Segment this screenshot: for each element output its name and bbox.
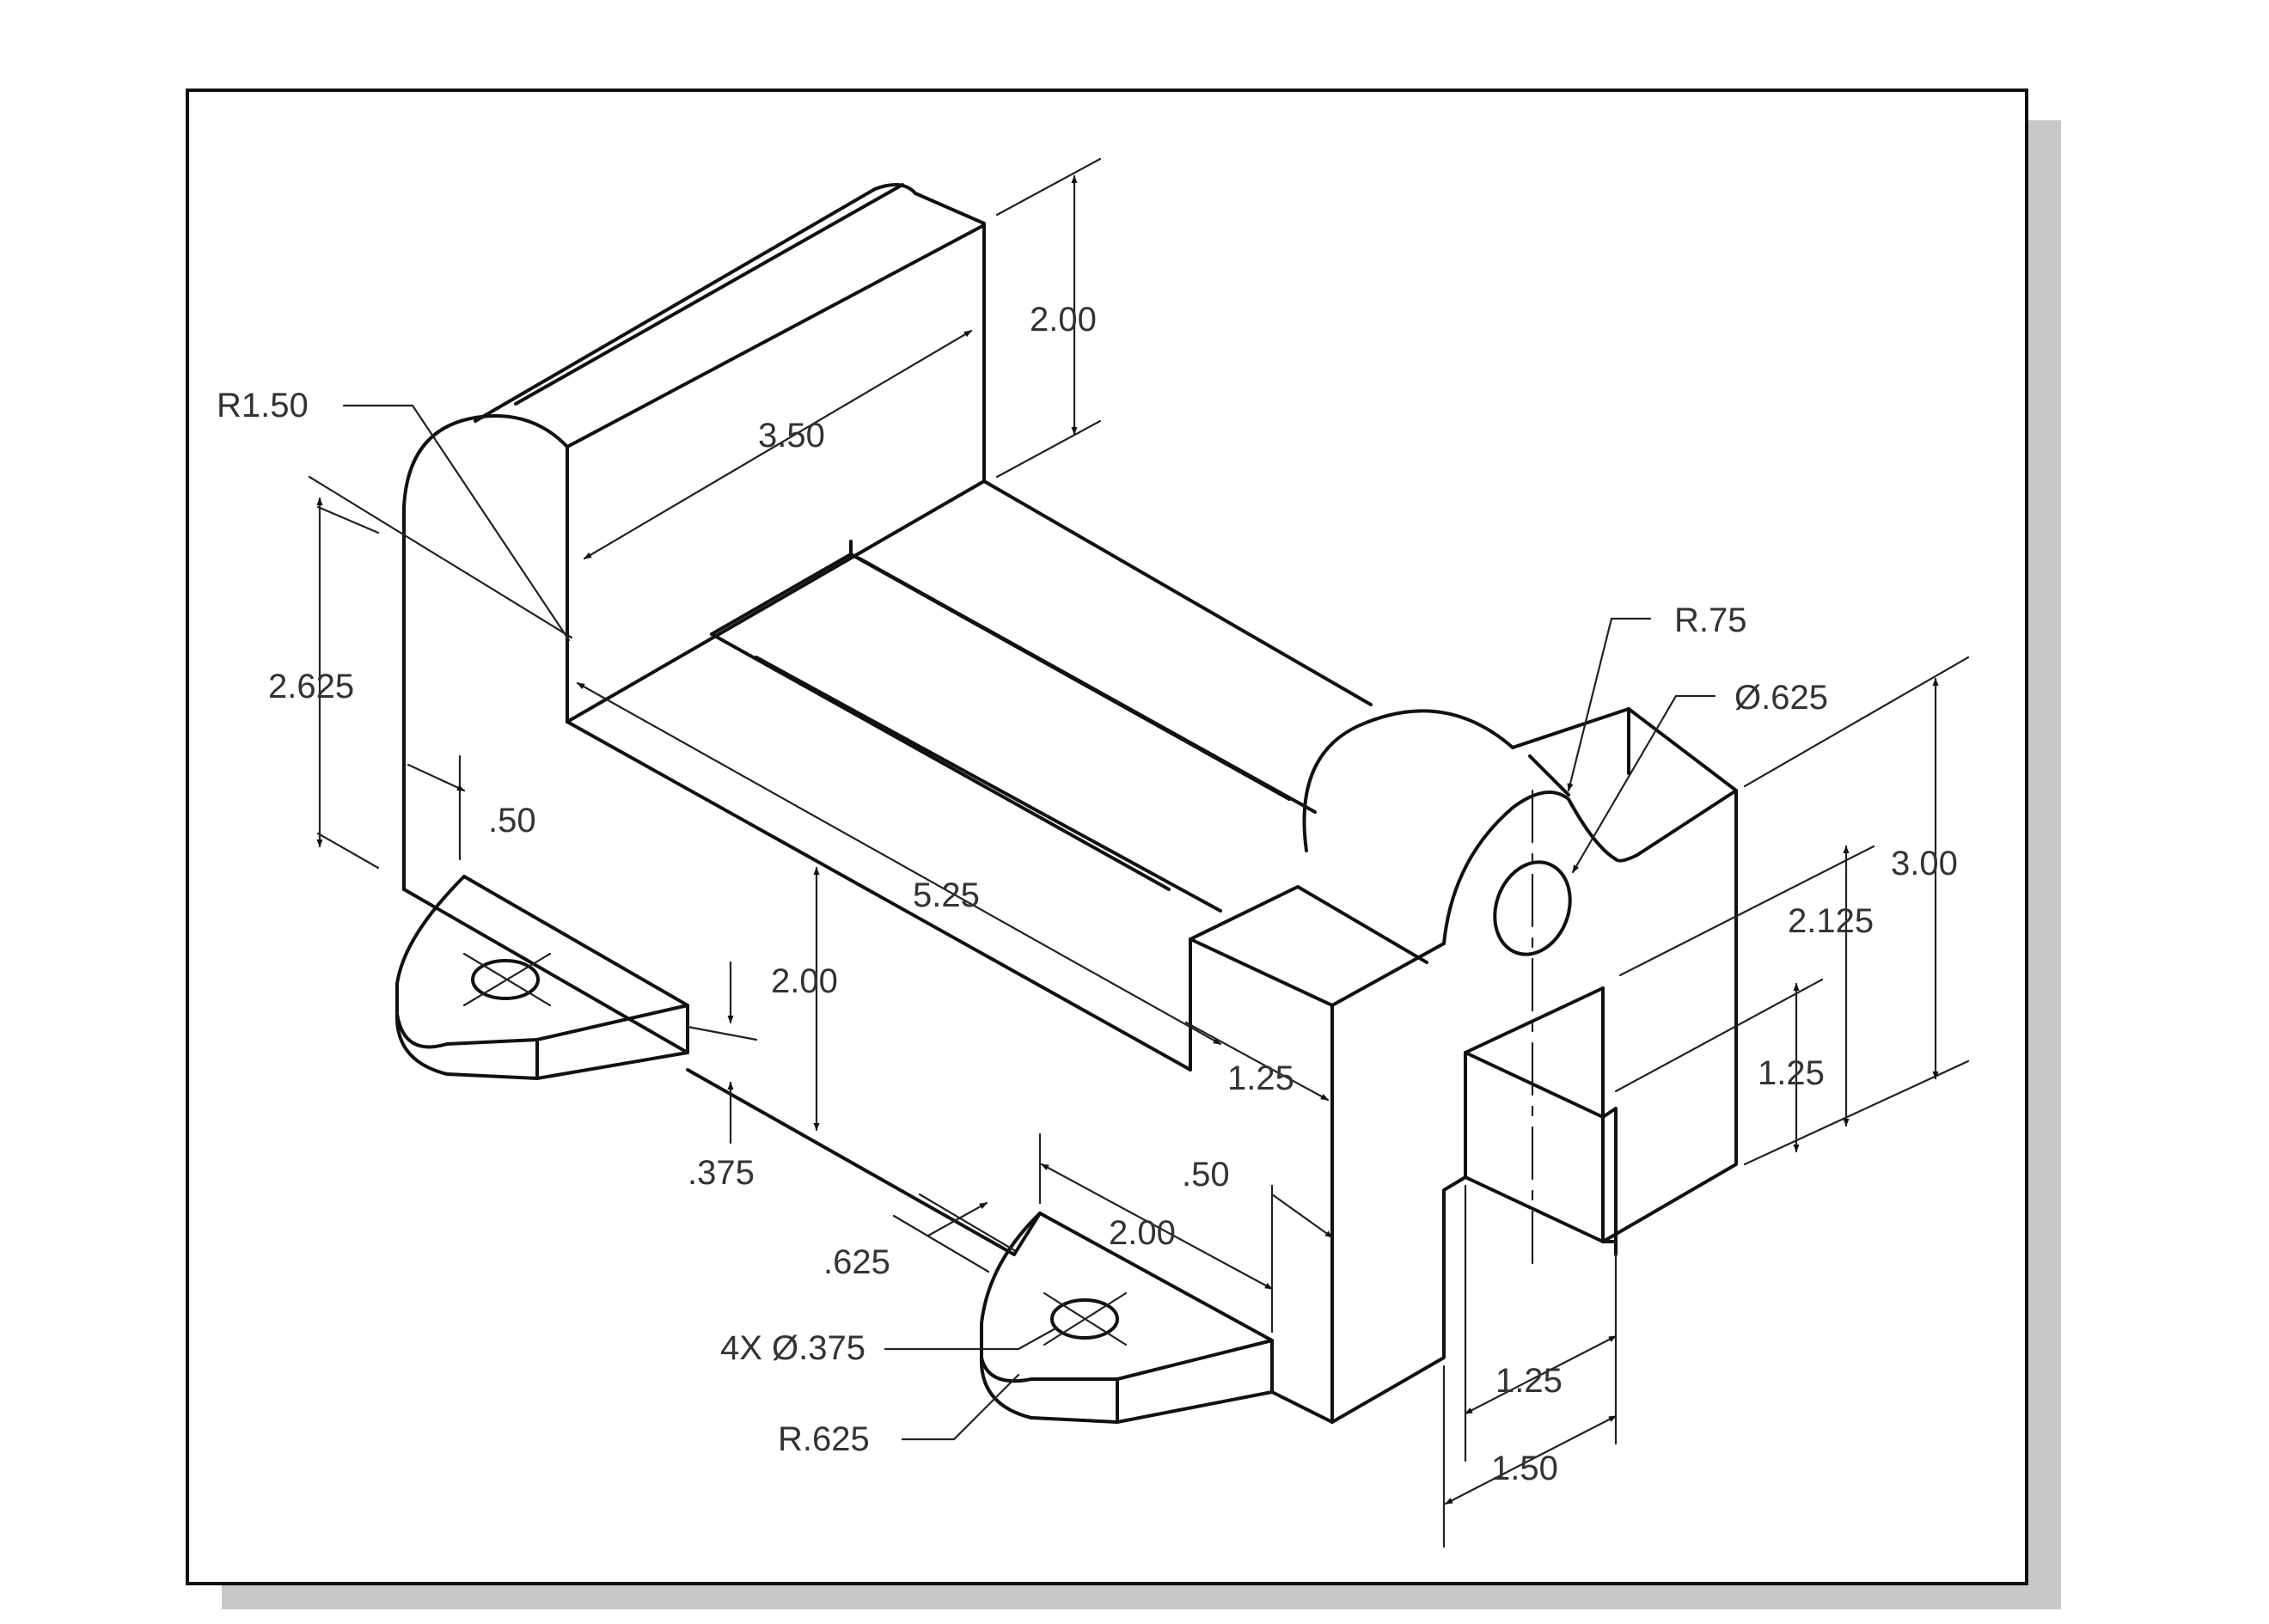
dim-0-625: .625 (823, 1243, 890, 1281)
dim-1-25-right: 1.25 (1758, 1054, 1825, 1092)
drawing-frame (186, 89, 2028, 1585)
dim-dia-0-625: Ø.625 (1734, 679, 1828, 717)
left-upright-front (402, 414, 569, 891)
right-flange-hole (1050, 1298, 1119, 1340)
dim-r0-75: R.75 (1674, 601, 1747, 639)
centerlines (462, 952, 1128, 1346)
dimension-labels: R1.50 2.00 3.50 2.625 .50 5.25 2.00 .375… (217, 301, 1958, 1487)
left-flange-hole (471, 959, 540, 1000)
dim-holes-4x-0-375: 4X Ø.375 (720, 1329, 865, 1367)
dimension-lines (308, 157, 1970, 1548)
dim-1-25-bottom: 1.25 (1495, 1362, 1563, 1400)
dim-1-50-bottom: 1.50 (1491, 1450, 1558, 1487)
dim-width-3-50: 3.50 (758, 417, 825, 455)
dim-height-2-125: 2.125 (1788, 902, 1874, 940)
boss-hole (1493, 860, 1572, 956)
dim-r150: R1.50 (217, 387, 309, 424)
dim-height-2-625: 2.625 (268, 668, 354, 705)
dim-height-2-00-mid: 2.00 (771, 962, 838, 1000)
dim-height-2-00-top: 2.00 (1030, 301, 1097, 339)
dim-0-375: .375 (688, 1154, 755, 1192)
boss (1302, 709, 1514, 852)
dim-length-5-25: 5.25 (913, 876, 980, 914)
dim-0-50-bottom: .50 (1182, 1156, 1230, 1194)
dim-1-25-mid: 1.25 (1227, 1059, 1294, 1097)
dim-height-3-00: 3.00 (1891, 845, 1958, 882)
dim-2-00-bottom: 2.00 (1109, 1214, 1176, 1252)
dim-r0-625: R.625 (778, 1420, 870, 1458)
dim-0-50-left: .50 (488, 802, 536, 839)
